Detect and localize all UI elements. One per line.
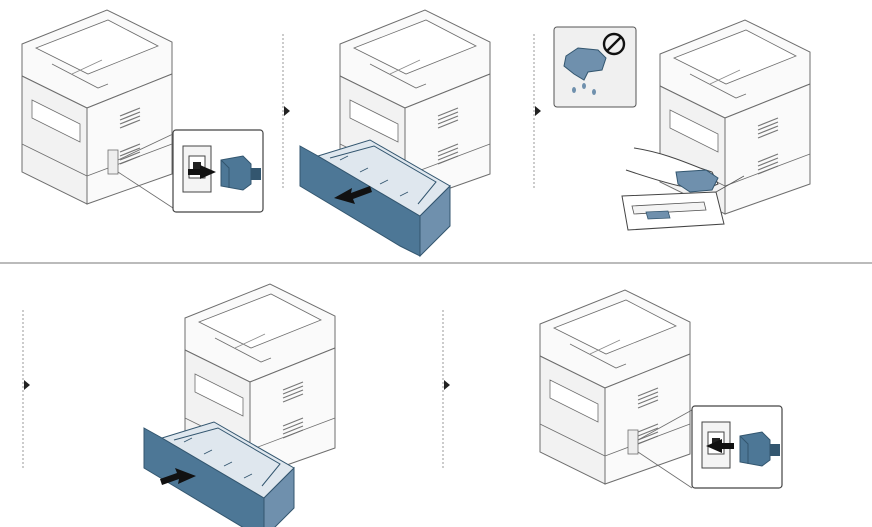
plug-in-arrow-icon — [706, 439, 734, 453]
hand-with-cloth — [625, 147, 719, 193]
tray-slot-detail-inset — [621, 175, 745, 231]
water-drops-icon — [572, 83, 596, 95]
power-plug-icon — [691, 405, 783, 489]
tray-in-arrow-icon — [160, 468, 196, 485]
unplug-arrow-icon — [188, 165, 216, 179]
separator-lines — [0, 34, 872, 470]
no-water-warning-box — [553, 26, 637, 108]
step-4-insert-paper-tray — [143, 283, 336, 527]
dry-cloth-icon — [563, 47, 607, 81]
power-plug-icon — [172, 129, 264, 213]
step-2-pull-out-paper-tray — [299, 9, 491, 257]
step-3-marker-icon — [535, 106, 541, 116]
step-5-plug-in-power-cord — [539, 289, 783, 489]
printer-rear-view — [21, 9, 173, 205]
no-water-icon — [602, 32, 626, 56]
tray-out-arrow-icon — [334, 186, 372, 204]
step-5-marker-icon — [444, 380, 450, 390]
step-1-unplug-power-cord — [21, 9, 264, 213]
printer-rear-view — [539, 289, 691, 485]
step-markers — [24, 106, 541, 390]
rear-power-socket-highlight — [107, 133, 174, 209]
step-4-marker-icon — [24, 380, 30, 390]
step-3-wipe-inside — [553, 19, 811, 231]
rear-power-socket-highlight — [627, 409, 693, 489]
step-2-marker-icon — [284, 106, 290, 116]
